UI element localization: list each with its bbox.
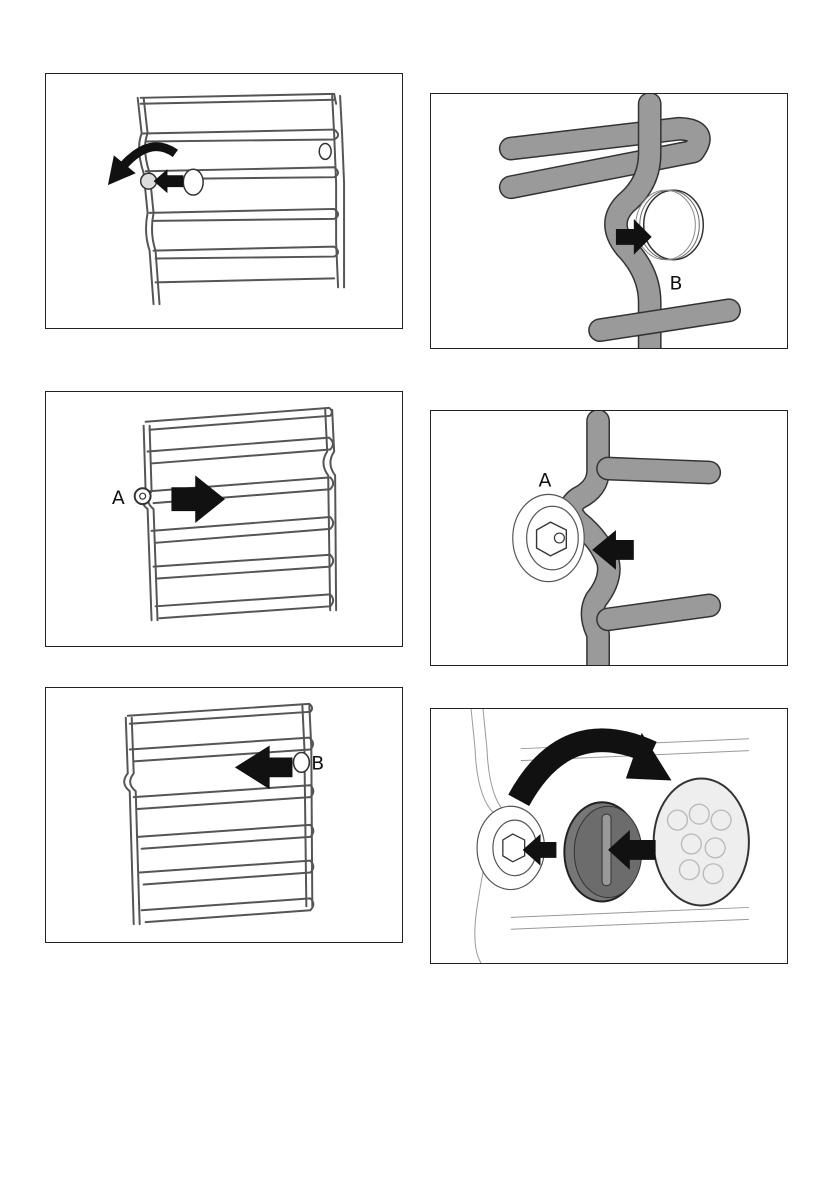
figure-panel-6 xyxy=(430,708,788,964)
shelf-rail xyxy=(138,94,344,304)
label-b: B xyxy=(311,753,324,774)
cap xyxy=(644,190,704,259)
push-arrow-icon xyxy=(154,169,184,193)
rail-cap xyxy=(293,752,309,772)
shelf-rail xyxy=(142,408,336,620)
label-b: B xyxy=(670,273,683,294)
figure-panel-3: B xyxy=(45,687,403,943)
figure-panel-1 xyxy=(45,73,403,329)
rail-pin xyxy=(319,143,331,159)
shelf-rail-remove-illustration xyxy=(46,74,402,328)
figure-panel-4: B xyxy=(430,93,788,349)
shelf-rail-push-illustration: A xyxy=(46,392,402,646)
rail-tube xyxy=(571,421,709,665)
rotate-arrow-icon xyxy=(124,147,176,166)
hex-nut xyxy=(503,834,525,862)
shelf-rail xyxy=(124,704,313,924)
figure-panel-5: A xyxy=(430,410,788,666)
label-a: A xyxy=(539,470,552,491)
cap-assembly-illustration xyxy=(431,709,787,963)
cap-detail-illustration: B xyxy=(431,94,787,348)
label-a: A xyxy=(112,488,125,509)
figure-panel-2: A xyxy=(45,391,403,647)
shelf-rail-pull-illustration: B xyxy=(46,688,402,942)
cap xyxy=(183,169,203,195)
nut-detail-illustration: A xyxy=(431,411,787,665)
push-right-arrow-icon xyxy=(171,475,225,523)
